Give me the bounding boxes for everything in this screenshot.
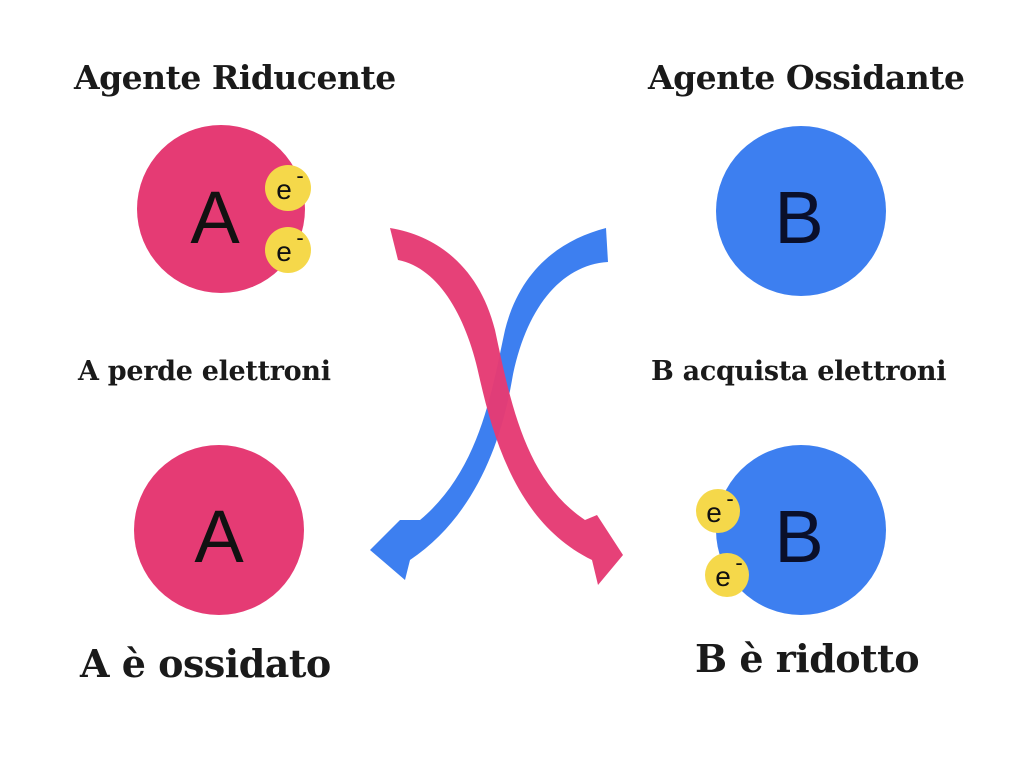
- electron-1: e -: [696, 486, 740, 533]
- oxidizing-agent-label: Agente Ossidante: [648, 58, 965, 97]
- reducing-agent-label: Agente Riducente: [74, 58, 396, 97]
- atom-b-letter: B: [774, 495, 823, 578]
- atom-a-circle: [137, 125, 305, 293]
- svg-text:e: e: [715, 561, 731, 592]
- svg-text:-: -: [726, 486, 733, 511]
- pink-curved-arrow: [390, 228, 623, 585]
- atom-b-circle: [716, 445, 886, 615]
- atom-b-circle: [716, 126, 886, 296]
- a-oxidized-label: A è ossidato: [80, 641, 331, 686]
- electron-1: e -: [265, 163, 311, 211]
- svg-text:-: -: [735, 550, 742, 575]
- atom-a-bottom: A: [134, 445, 304, 615]
- atom-a-top: A e - e -: [137, 125, 311, 293]
- svg-text:e: e: [706, 497, 722, 528]
- atom-a-circle: [134, 445, 304, 615]
- electron-2: e -: [265, 225, 311, 273]
- b-reduced-label: B è ridotto: [695, 636, 920, 681]
- electron-2: e -: [705, 550, 749, 597]
- atom-a-letter: A: [194, 495, 244, 578]
- svg-text:e: e: [276, 174, 292, 205]
- b-gains-electrons-label: B acquista elettroni: [651, 356, 947, 387]
- svg-text:-: -: [296, 225, 303, 250]
- atom-b-letter: B: [774, 176, 823, 259]
- atom-b-bottom: B e - e -: [696, 445, 886, 615]
- arrow-a-to-b: [390, 228, 623, 585]
- svg-text:-: -: [296, 163, 303, 188]
- atom-b-top: B: [716, 126, 886, 296]
- svg-text:e: e: [276, 236, 292, 267]
- a-loses-electrons-label: A perde elettroni: [78, 356, 331, 387]
- atom-a-letter: A: [190, 176, 240, 259]
